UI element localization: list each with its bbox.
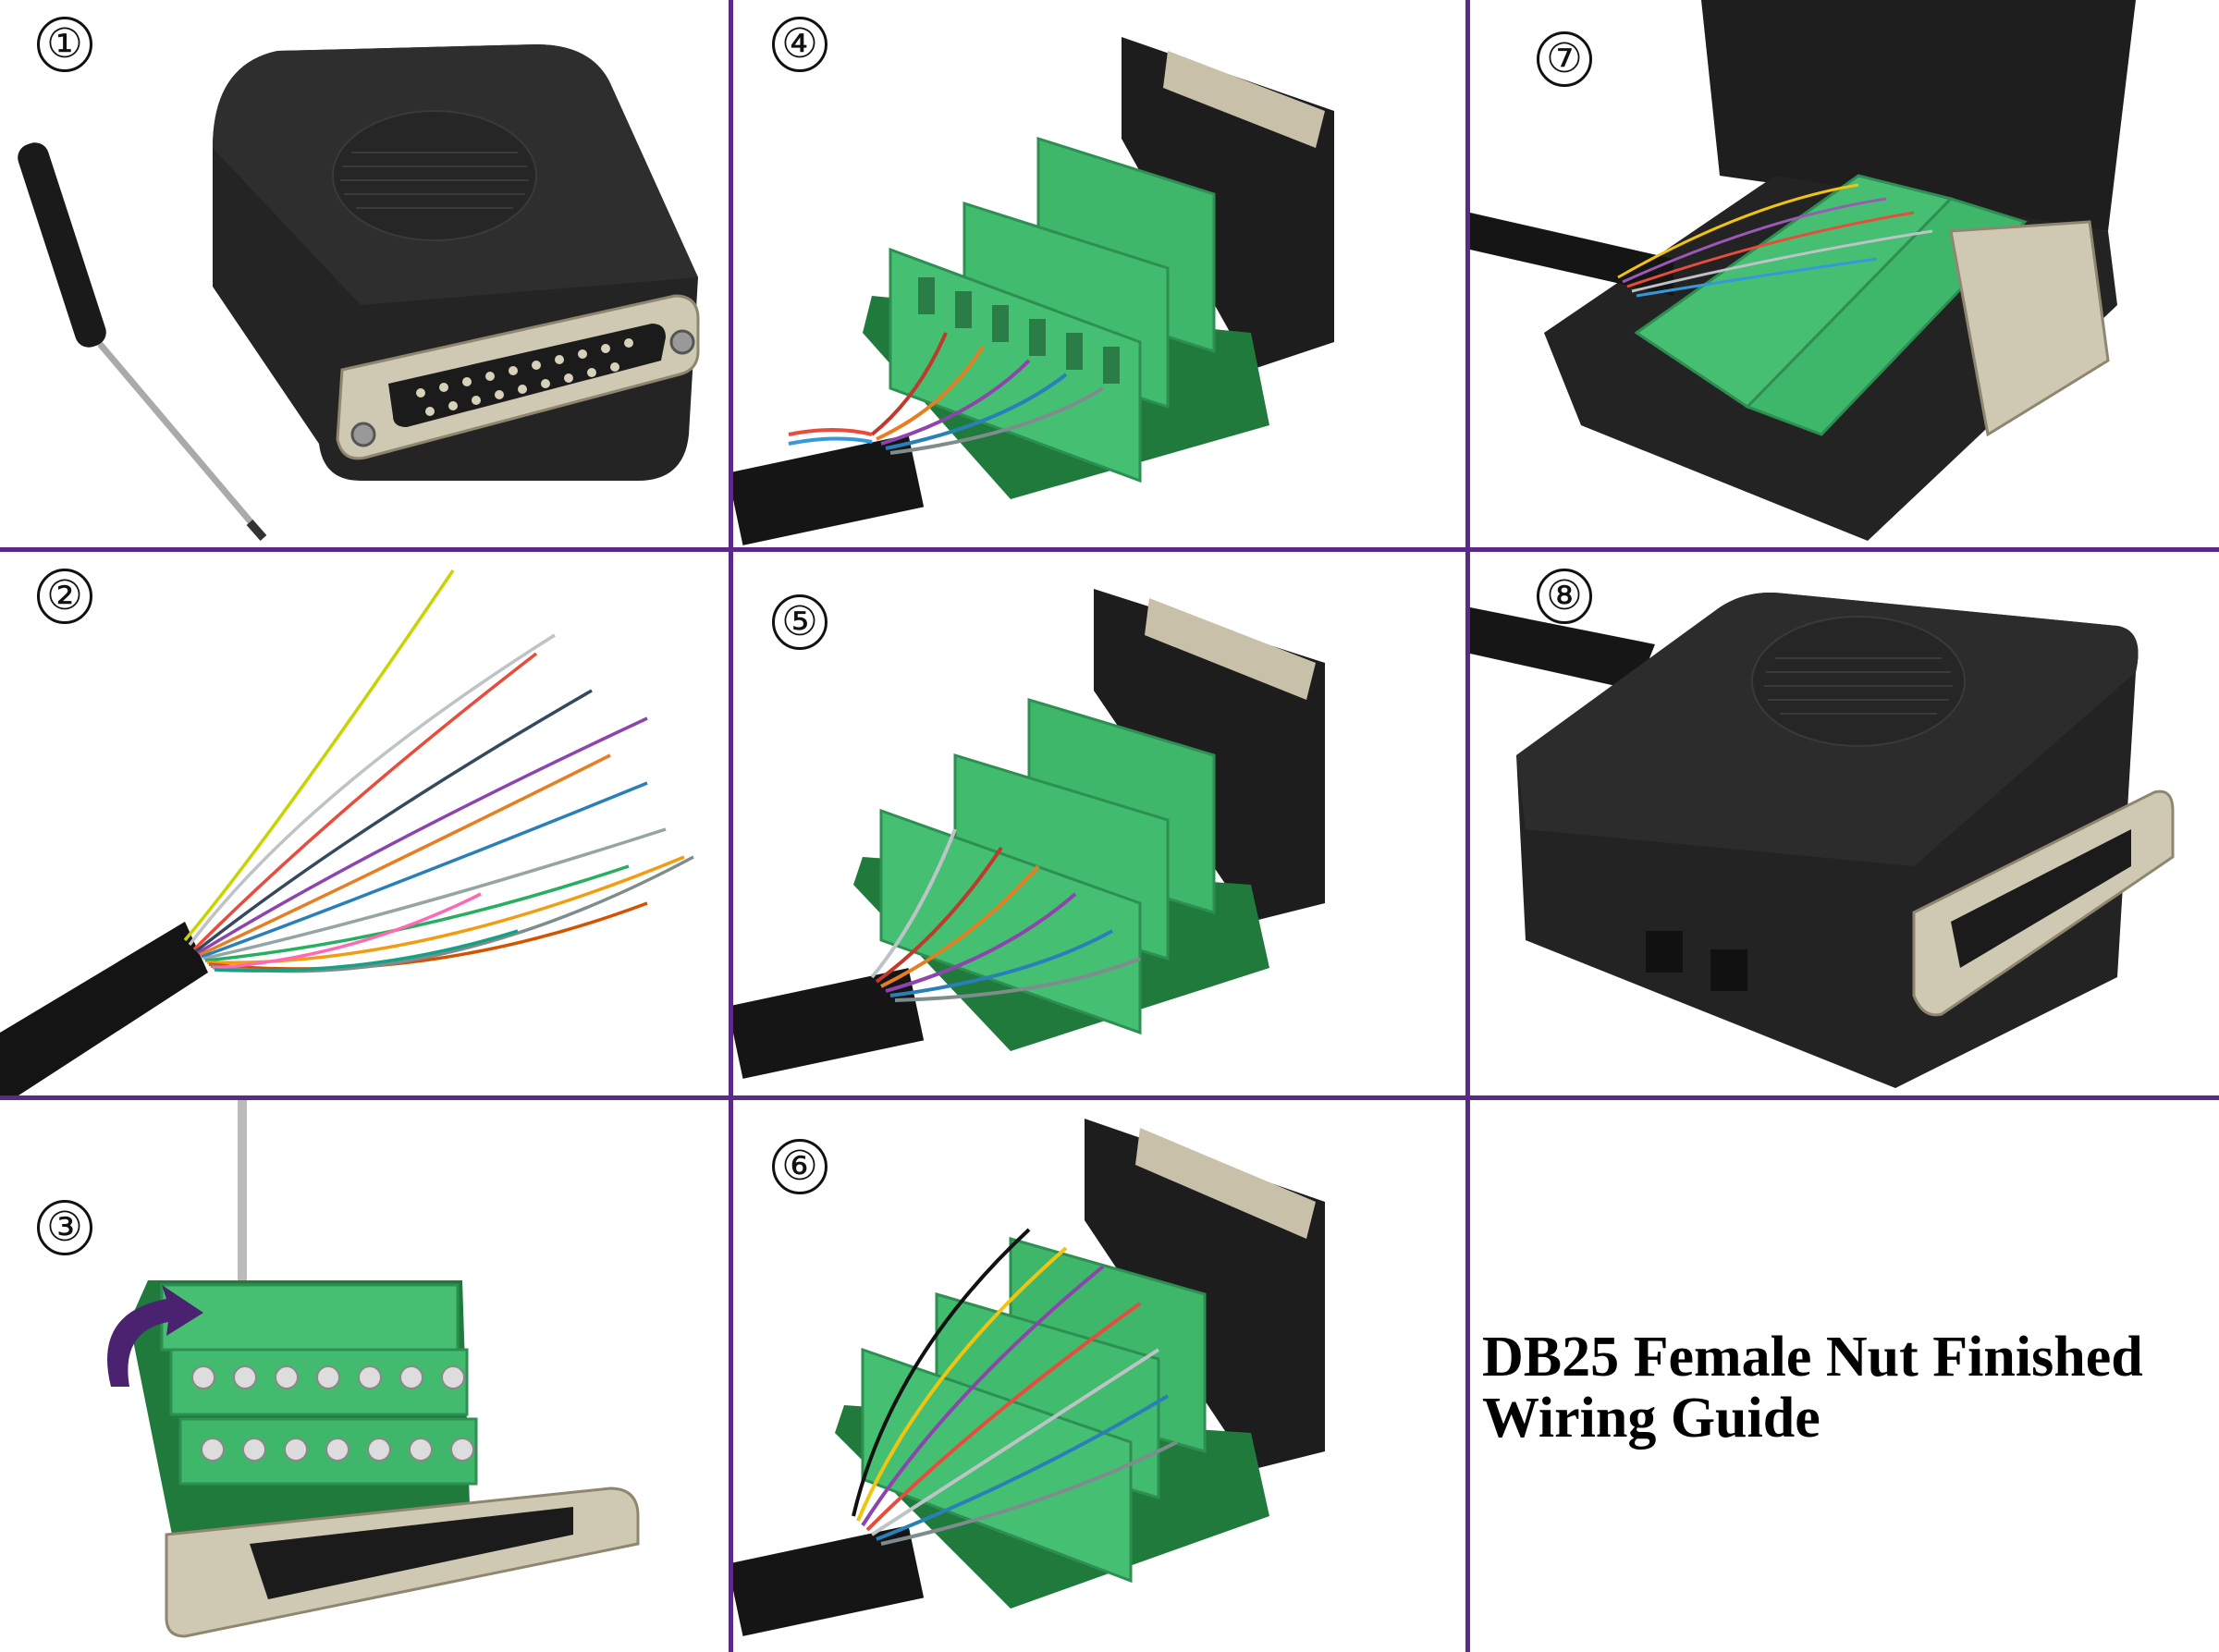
terminal-board-screw-icon [107,1100,640,1638]
step-7-number: ⑦ [1537,31,1592,87]
step-8-number: ⑧ [1537,569,1592,624]
step-2-number: ② [37,569,92,624]
step-1-number: ① [37,17,92,72]
step-3-number: ③ [37,1200,92,1255]
stripped-cable-icon [0,569,694,1095]
wiring-terminals-icon [733,37,1334,545]
step-8-panel: ⑧ [1470,552,2219,1095]
guide-title: DB25 Female Nut Finished Wiring Guide [1482,1327,2203,1449]
divider-vertical-2 [1465,0,1470,1652]
guide-title-line-1: DB25 Female Nut Finished [1482,1326,2143,1389]
step-5-number: ⑤ [772,594,828,650]
divider-horizontal-1 [0,547,2219,552]
stripped-cable-illustration [0,569,694,1095]
step-7-panel: ⑦ [1470,0,2219,547]
step-5-panel: ⑤ [733,552,1465,1095]
wiring-terminals-icon [733,589,1325,1079]
guide-title-panel [1470,1100,2219,1652]
step-5-wiring-illustration [733,589,1325,1079]
step-4-number: ④ [772,17,828,72]
divider-vertical-1 [729,0,733,1652]
guide-title-line-2: Wiring Guide [1482,1387,1821,1450]
screwdriver-icon [18,142,267,541]
divider-horizontal-2 [0,1095,2219,1100]
open-housing-illustration [1470,0,2136,541]
terminal-board-screw-illustration [107,1100,640,1638]
wiring-terminals-icon [733,1119,1325,1636]
closed-housing-illustration [1470,593,2175,1088]
step-6-panel: ⑥ [733,1100,1465,1652]
screwdriver-and-housing-illustration [18,44,700,541]
step-4-panel: ④ [733,0,1465,547]
step-6-wiring-illustration [733,1119,1325,1636]
step-1-panel: ① [0,0,729,547]
closed-housing-icon [1470,593,2175,1088]
step-4-wiring-illustration [733,37,1334,545]
step-3-panel: ③ [0,1100,729,1652]
step-2-panel: ② [0,552,729,1095]
db25-housing-icon [213,44,700,481]
step-6-number: ⑥ [772,1139,828,1194]
rotate-arrow-icon [107,1285,203,1387]
open-housing-icon [1470,0,2136,541]
